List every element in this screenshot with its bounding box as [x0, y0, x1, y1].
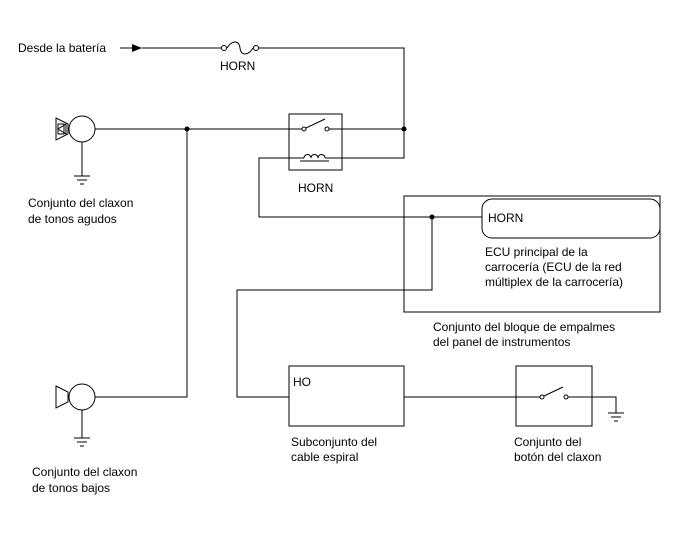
junction-block-label-2: del panel de instrumentos: [433, 335, 570, 349]
battery-label: Desde la batería: [18, 41, 106, 55]
spiral-label-2: cable espiral: [291, 450, 358, 464]
low-horn-label-1: Conjunto del claxon: [32, 465, 137, 479]
ecu-label-2: carrocería (ECU de la red: [485, 260, 622, 274]
relay-to-ecu-wire: [258, 157, 483, 218]
fuse-to-relay-wire: [259, 47, 405, 159]
ecu-terminal-label: HORN: [488, 211, 523, 225]
horn-icon: [55, 117, 69, 141]
ecu-label-3: múltiplex de la carrocería): [485, 275, 623, 289]
horn-parallel-wire: [95, 129, 188, 398]
low-tone-horn: Conjunto del claxon de tonos bajos: [32, 383, 137, 495]
junction-block-label-1: Conjunto del bloque de empalmes: [433, 320, 615, 334]
high-tone-horn: Conjunto del claxon de tonos agudos: [28, 115, 289, 226]
spiral-cable-subassembly: HO Subconjunto del cable espiral: [288, 365, 405, 464]
junction-dot: [401, 126, 407, 132]
arrow-icon: [132, 44, 142, 52]
horn-relay: HORN: [288, 113, 343, 195]
spiral-terminal-label: HO: [293, 375, 311, 389]
horn-icon: [55, 385, 69, 409]
fuse-label: HORN: [220, 59, 255, 73]
low-horn-label-2: de tonos bajos: [32, 481, 110, 495]
relay-label: HORN: [298, 181, 333, 195]
horn-button-assembly: Conjunto del botón del claxon: [514, 365, 601, 464]
ecu-to-spiral-wire: [236, 217, 433, 398]
battery-feed: Desde la batería: [18, 41, 222, 55]
switch-icon: [543, 386, 564, 397]
ecu-connector: [481, 198, 661, 239]
ground-icon: [608, 412, 624, 422]
button-label-1: Conjunto del: [514, 435, 581, 449]
horn-fuse: HORN: [220, 41, 259, 73]
spiral-label-1: Subconjunto del: [291, 435, 377, 449]
button-ground-wire: [592, 396, 617, 413]
button-label-2: botón del claxon: [514, 450, 601, 464]
high-horn-label-2: de tonos agudos: [28, 212, 117, 226]
relay-coil-icon: [303, 154, 326, 159]
high-horn-label-1: Conjunto del claxon: [28, 196, 133, 210]
ecu-label-1: ECU principal de la: [485, 245, 588, 259]
instrument-panel-junction-block: HORN ECU principal de la carrocería (ECU…: [403, 195, 661, 349]
